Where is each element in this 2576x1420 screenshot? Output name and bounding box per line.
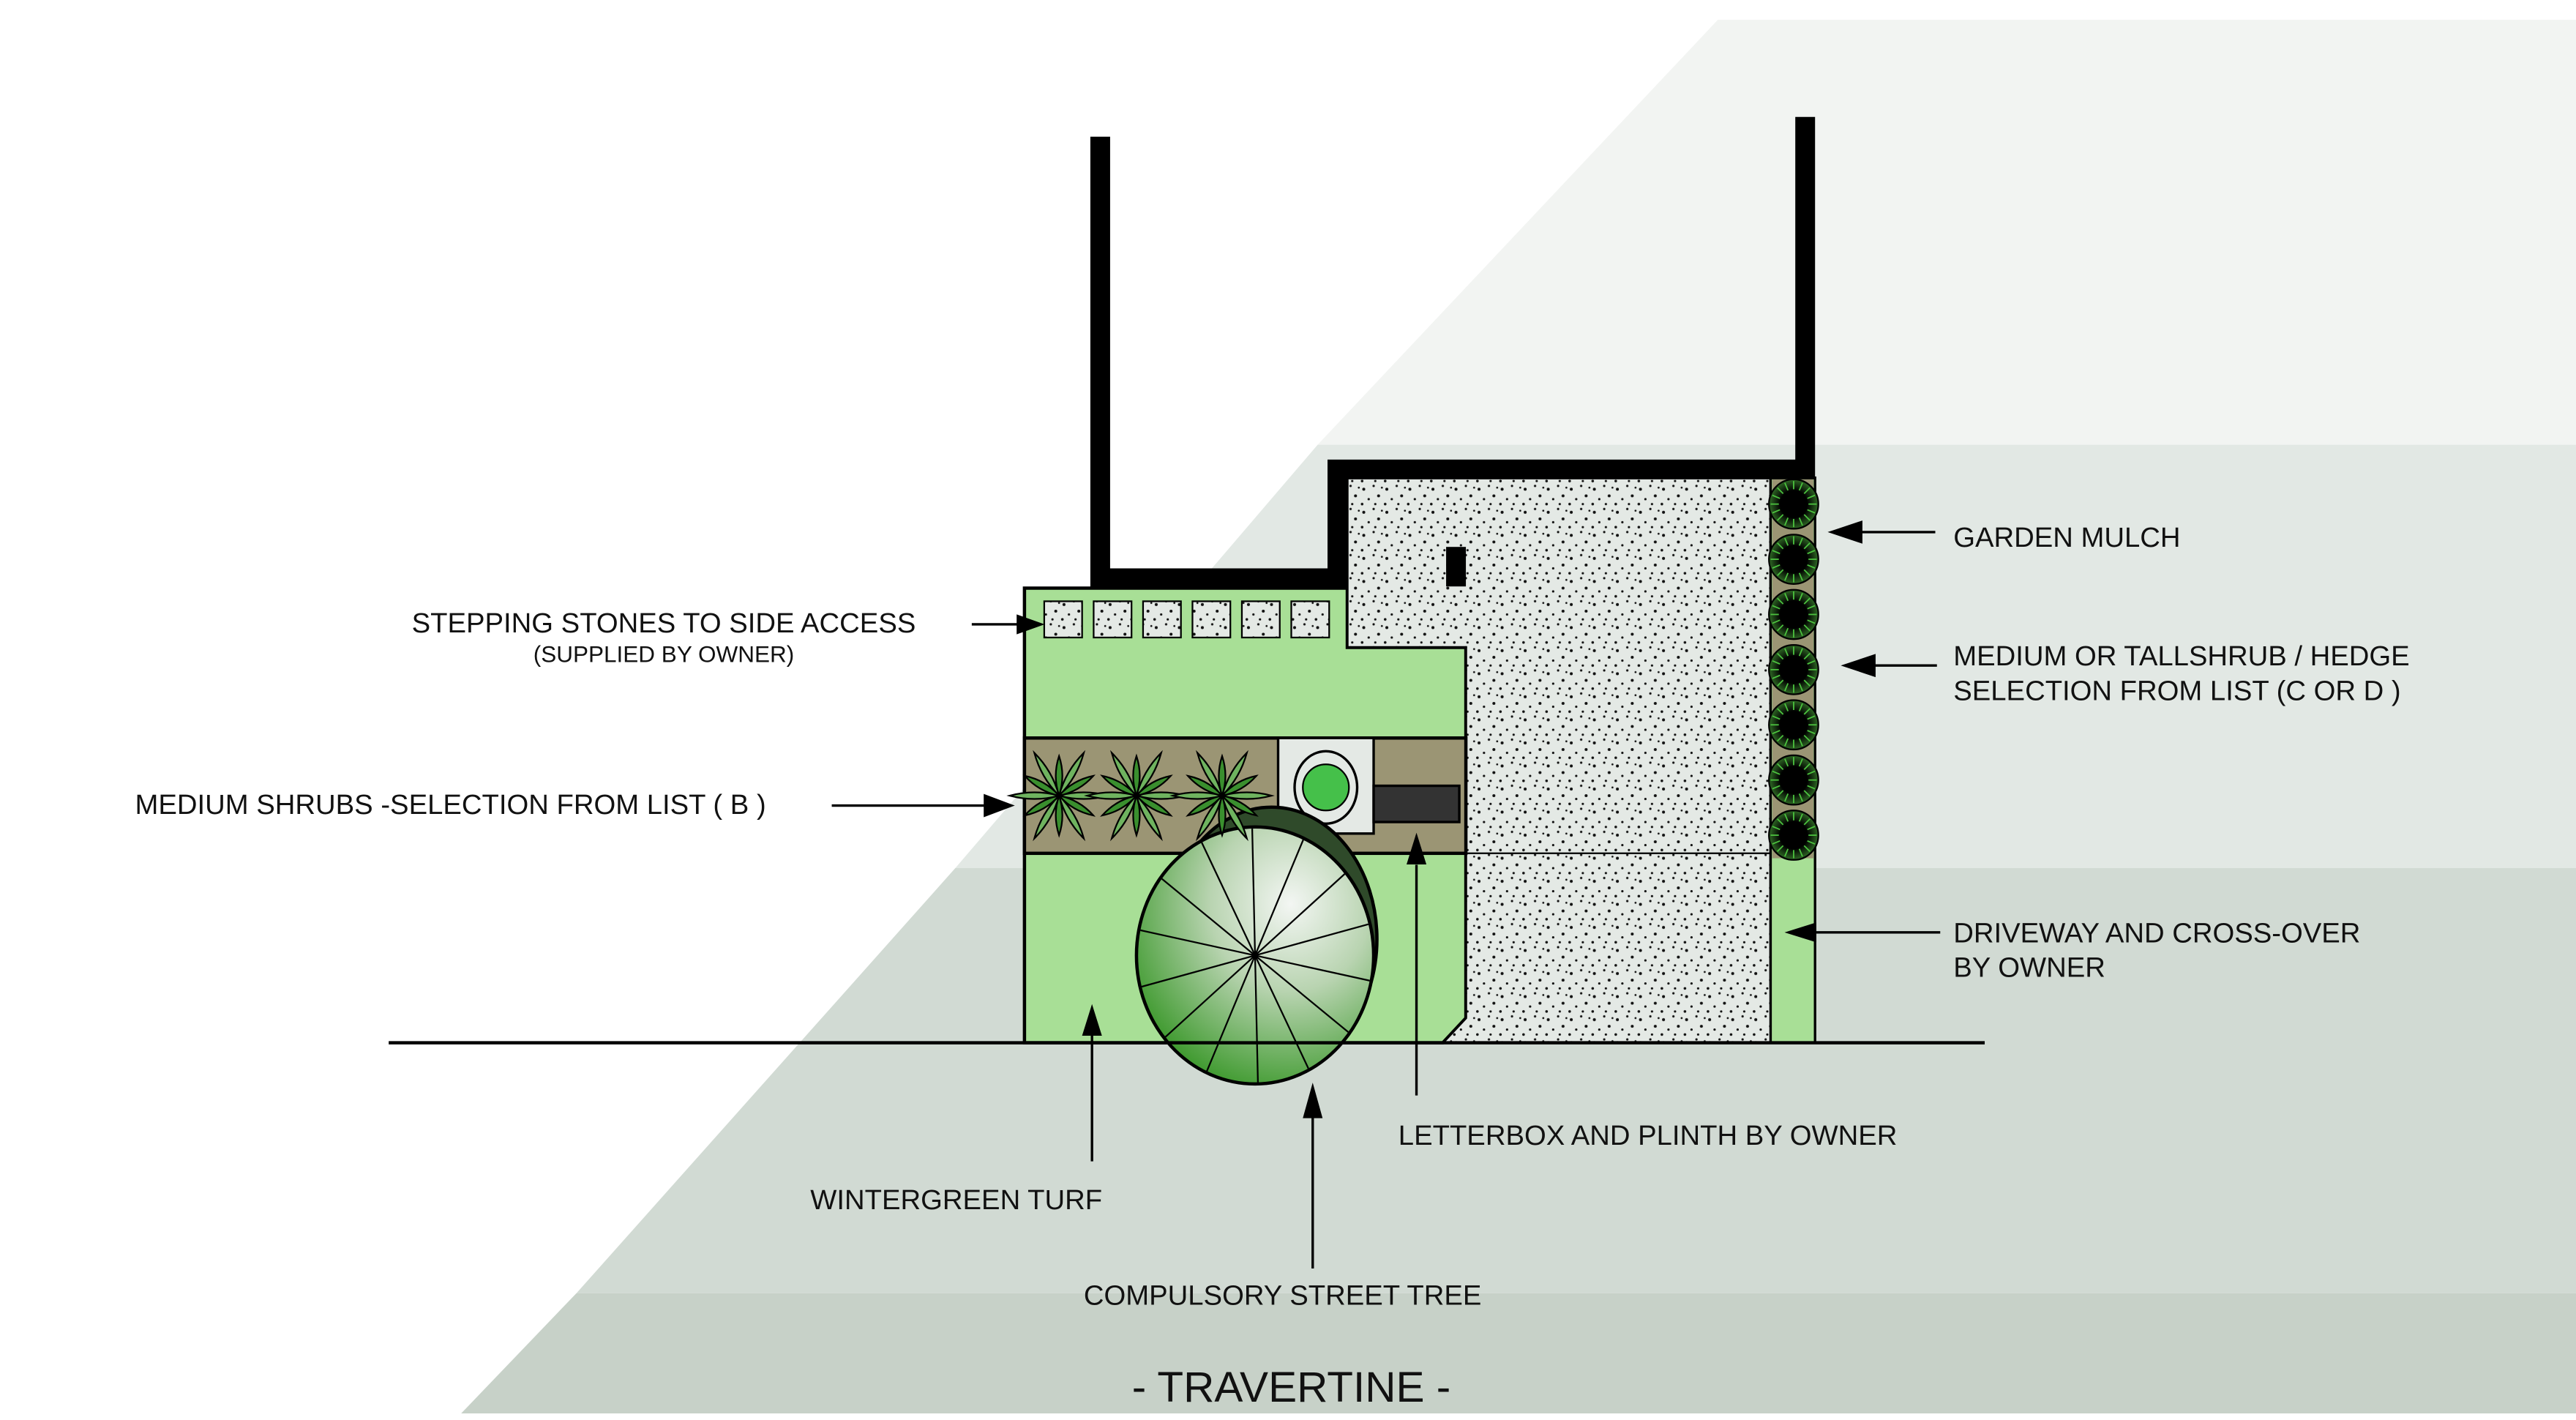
band-darkest [461, 1293, 2576, 1413]
hedge-shrub [1768, 588, 1819, 640]
stepping-stone [1043, 600, 1083, 639]
letterbox-plant [1293, 750, 1359, 825]
street-tree [1134, 805, 1379, 1086]
stepping-stone [1191, 600, 1232, 639]
stepping-stones [1043, 600, 1330, 639]
letterbox-plant-canopy [1302, 763, 1350, 812]
label-driveway-line2: BY OWNER [1953, 952, 2105, 984]
hedge-shrub [1768, 810, 1819, 861]
stepping-stone [1142, 600, 1182, 639]
hedge-shrub [1768, 643, 1819, 695]
arrow-turf [1082, 1004, 1102, 1036]
band-light [1317, 20, 2576, 445]
arrow-hedge [1841, 654, 1876, 678]
arrow-medium-shrubs [984, 793, 1015, 818]
plan-title: - TRAVERTINE - [1132, 1364, 1451, 1411]
label-driveway-line1: DRIVEWAY AND CROSS-OVER [1953, 917, 2360, 949]
medium-shrub [1169, 750, 1275, 842]
meter-box [1446, 547, 1467, 587]
arrow-stepping-stones [1016, 614, 1045, 635]
leader-lines [831, 520, 1941, 1268]
label-stepping-stones-note: (SUPPLIED BY OWNER) [533, 641, 794, 668]
tree-branch [1161, 878, 1256, 957]
letterbox [1372, 784, 1461, 823]
boundary-wall [1090, 116, 1816, 588]
label-street-tree: COMPULSORY STREET TREE [1084, 1279, 1481, 1311]
tree-branch [1140, 929, 1256, 957]
label-stepping-stones: STEPPING STONES TO SIDE ACCESS [412, 608, 916, 639]
arrow-driveway [1784, 922, 1816, 943]
label-turf: WINTERGREEN TURF [810, 1184, 1102, 1216]
tree-branch [1254, 954, 1309, 1069]
hedge-shrub [1768, 478, 1819, 530]
medium-shrubs [1006, 750, 1275, 842]
label-letterbox: LETTERBOX AND PLINTH BY OWNER [1399, 1120, 1898, 1151]
stepping-stone [1093, 600, 1133, 639]
tree-branch [1164, 954, 1256, 1038]
tree-branch [1254, 873, 1346, 957]
tree-branch [1201, 842, 1257, 956]
tree-branch [1206, 954, 1257, 1072]
tree-branch [1254, 954, 1349, 1033]
hedge-shrubs [1768, 478, 1819, 861]
stepping-stone [1240, 600, 1281, 639]
tree-branch [1254, 839, 1304, 956]
tree-branch [1254, 955, 1259, 1083]
label-garden-mulch: GARDEN MULCH [1953, 522, 2180, 553]
front-yard [389, 116, 1985, 1086]
arrow-letterbox [1407, 832, 1427, 864]
stepping-stone [1290, 600, 1330, 639]
medium-shrub [1006, 750, 1112, 842]
tree-branch [1251, 829, 1257, 956]
hedge-shrub [1768, 699, 1819, 751]
arrow-street-tree [1303, 1083, 1323, 1118]
label-hedge-line1: MEDIUM OR TALLSHRUB / HEDGE [1953, 640, 2409, 672]
hedge-shrub [1768, 534, 1819, 585]
hedge-shrub [1768, 754, 1819, 806]
arrow-garden-mulch [1827, 520, 1862, 544]
tree-branch [1254, 923, 1369, 957]
tree-branch [1141, 954, 1256, 988]
label-medium-shrubs: MEDIUM SHRUBS -SELECTION FROM LIST ( B ) [135, 789, 766, 821]
label-hedge-line2: SELECTION FROM LIST (C OR D ) [1953, 675, 2400, 706]
tree-branch [1254, 954, 1370, 982]
